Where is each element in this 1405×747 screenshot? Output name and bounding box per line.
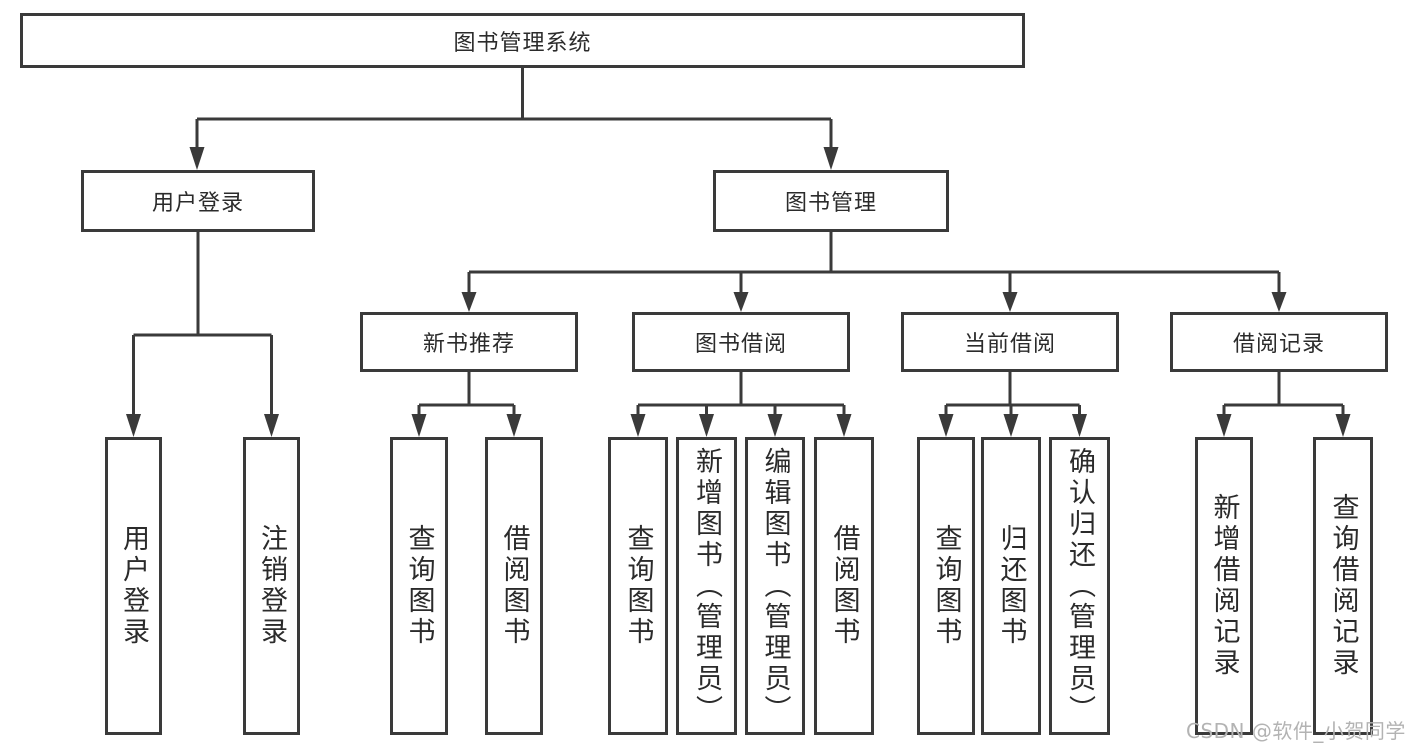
leaf-cb-confirm-return-admin: 确认归还（管理员） (1049, 437, 1110, 735)
leaf-bb-edit-books-admin-label: 编辑图书（管理员） (759, 446, 791, 726)
node-book-mgmt: 图书管理 (713, 170, 949, 232)
leaf-logout: 注销登录 (243, 437, 300, 735)
leaf-cb-query-books: 查询图书 (917, 437, 975, 735)
leaf-logout-label: 注销登录 (256, 524, 287, 648)
node-book-mgmt-label: 图书管理 (784, 191, 877, 216)
leaf-cb-return-books: 归还图书 (981, 437, 1041, 735)
leaf-bb-edit-books-admin: 编辑图书（管理员） (745, 437, 805, 735)
node-root-label: 图书管理系统 (453, 30, 592, 56)
leaf-bb-add-books-admin: 新增图书（管理员） (676, 437, 737, 735)
node-user-login-label: 用户登录 (151, 191, 244, 216)
node-current-borrow: 当前借阅 (901, 312, 1119, 372)
node-book-borrow: 图书借阅 (632, 312, 850, 372)
leaf-bb-query-books: 查询图书 (608, 437, 668, 735)
leaf-bb-add-books-admin-label: 新增图书（管理员） (691, 446, 722, 726)
leaf-nbr-query-books: 查询图书 (390, 437, 448, 735)
leaf-bb-borrow-books: 借阅图书 (814, 437, 874, 735)
node-book-borrow-label: 图书借阅 (694, 332, 787, 357)
connector-borrow-records-to-leaves (1216, 372, 1351, 437)
leaf-bb-borrow-books-label: 借阅图书 (828, 524, 860, 648)
connector-book-borrow-to-leaves (630, 372, 852, 437)
connector-current-borrow-to-leaves (938, 372, 1087, 437)
leaf-br-add-record-label: 新增借阅记录 (1208, 493, 1240, 679)
leaf-user-login: 用户登录 (105, 437, 162, 735)
leaf-cb-confirm-return-admin-label: 确认归还（管理员） (1064, 446, 1095, 726)
node-user-login: 用户登录 (81, 170, 315, 232)
leaf-nbr-borrow-books: 借阅图书 (485, 437, 543, 735)
node-borrow-records: 借阅记录 (1170, 312, 1388, 372)
connector-book-mgmt-to-sections (461, 232, 1287, 312)
leaf-nbr-borrow-books-label: 借阅图书 (498, 524, 530, 648)
leaf-cb-return-books-label: 归还图书 (995, 524, 1027, 648)
connector-user-login-to-leaves (126, 232, 279, 437)
leaf-br-add-record: 新增借阅记录 (1195, 437, 1253, 735)
leaf-nbr-query-books-label: 查询图书 (403, 524, 435, 648)
node-current-borrow-label: 当前借阅 (963, 332, 1056, 357)
node-new-book-rec-label: 新书推荐 (422, 332, 515, 357)
leaf-br-query-record-label: 查询借阅记录 (1327, 493, 1359, 679)
leaf-br-query-record: 查询借阅记录 (1313, 437, 1373, 735)
node-borrow-records-label: 借阅记录 (1232, 332, 1325, 357)
csdn-watermark: CSDN @软件_小贺同学 (1186, 719, 1405, 743)
node-root: 图书管理系统 (20, 13, 1025, 68)
leaf-cb-query-books-label: 查询图书 (930, 524, 962, 648)
connector-root-to-level2 (189, 68, 839, 170)
node-new-book-rec: 新书推荐 (360, 312, 578, 372)
connector-new-book-rec-to-leaves (411, 372, 522, 437)
leaf-bb-query-books-label: 查询图书 (622, 524, 654, 648)
leaf-user-login-label: 用户登录 (118, 524, 149, 648)
